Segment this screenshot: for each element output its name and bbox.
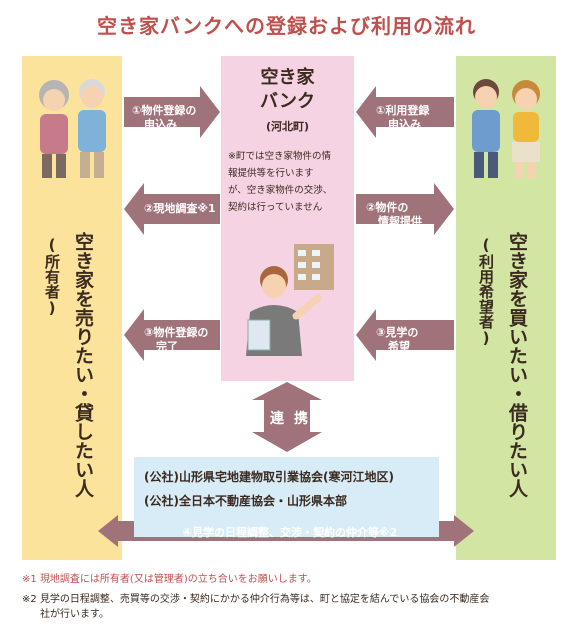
footnote-text-continued: 社が行います。 bbox=[40, 609, 109, 620]
arrow-bank-to-owner-2 bbox=[124, 183, 220, 235]
arrow-bank-to-owner-3 bbox=[124, 309, 220, 361]
footnote-mark: ※2 bbox=[22, 594, 37, 605]
link-double-arrow bbox=[252, 382, 322, 452]
elderly-man-icon bbox=[78, 79, 106, 178]
bank-title-line1: 空き家 bbox=[260, 67, 315, 88]
arrow-owner-to-bank-1 bbox=[124, 86, 220, 138]
label-line: ①物件登録の bbox=[132, 104, 197, 117]
label-line: ①利用登録 bbox=[376, 104, 430, 117]
user-sublabel: (利用希望者) bbox=[477, 236, 495, 347]
right-arrow-label-1: ①利用登録 申込み bbox=[376, 104, 429, 132]
label-line: ②物件の bbox=[366, 201, 409, 214]
bank-title: 空き家 バンク bbox=[221, 66, 354, 114]
label-line: 希望 bbox=[388, 340, 410, 353]
young-woman-icon bbox=[512, 80, 540, 178]
footnote-text: 見学の日程調整、売買等の交渉・契約にかかる仲介行為等は、町と協定を結んでいる協会… bbox=[39, 594, 490, 605]
right-arrow-label-2: ②物件の 情報提供 bbox=[366, 201, 422, 229]
left-arrow-label-2: ②現地調査※1 bbox=[144, 202, 216, 216]
label-line: 情報提供 bbox=[378, 215, 422, 228]
building-icon bbox=[294, 244, 334, 290]
link-label: 連携 bbox=[270, 411, 318, 427]
label-line: 申込み bbox=[388, 118, 421, 131]
left-arrow-label-1: ①物件登録の 申込み bbox=[132, 104, 196, 132]
label-line: 完了 bbox=[156, 340, 178, 353]
elderly-woman-icon bbox=[39, 80, 69, 178]
staff-illustration bbox=[246, 244, 334, 356]
owner-label: 空き家を売りたい・貸したい人 bbox=[72, 232, 94, 498]
arrow-bank-to-user-2 bbox=[356, 183, 454, 235]
page-title: 空き家バンクへの登録および利用の流れ bbox=[97, 14, 476, 38]
owner-sublabel: (所有者) bbox=[43, 236, 61, 317]
label-line: ③見学の bbox=[376, 326, 419, 339]
label-line: 申込み bbox=[144, 118, 177, 131]
footnote-text: 現地調査には所有者(又は管理者)の立ち合いをお願いします。 bbox=[39, 574, 317, 585]
bank-title-line2: バンク bbox=[260, 91, 315, 112]
bank-note-line: 契約は行っていません bbox=[228, 202, 323, 213]
label-line: ③物件登録の bbox=[144, 326, 209, 339]
user-label: 空き家を買いたい・借りたい人 bbox=[506, 232, 528, 498]
bank-note: ※町では空き家物件の情 報提供等を行います が、空き家物件の交渉、 契約は行って… bbox=[228, 148, 352, 216]
arrow-user-to-bank-3 bbox=[356, 309, 454, 361]
young-man-icon bbox=[472, 79, 500, 178]
association-2: (公社)全日本不動産協会・山形県本部 bbox=[144, 494, 347, 508]
arrow-user-to-bank-1 bbox=[356, 86, 454, 138]
bank-note-line: ※町では空き家物件の情 bbox=[228, 151, 331, 162]
footnote-1: ※1 現地調査には所有者(又は管理者)の立ち合いをお願いします。 bbox=[22, 572, 562, 587]
association-box bbox=[134, 457, 439, 537]
right-arrow-label-3: ③見学の 希望 bbox=[376, 326, 418, 354]
label-line: ②現地調査※1 bbox=[144, 202, 216, 215]
left-arrow-label-3: ③物件登録の 完了 bbox=[144, 326, 208, 354]
bank-note-line: が、空き家物件の交渉、 bbox=[228, 185, 333, 196]
bottom-arrow-label: ④見学の日程調整、交渉・契約の仲介等※2 bbox=[182, 526, 398, 539]
association-1: (公社)山形県宅地建物取引業協会(寒河江地区) bbox=[144, 470, 394, 484]
footnote-2: ※2 見学の日程調整、売買等の交渉・契約にかかる仲介行為等は、町と協定を結んでい… bbox=[22, 592, 562, 622]
owner-couple-illustration bbox=[39, 79, 106, 178]
user-couple-illustration bbox=[472, 79, 540, 178]
bank-note-line: 報提供等を行います bbox=[228, 168, 314, 179]
footnote-mark: ※1 bbox=[22, 574, 37, 585]
bank-subtitle: (河北町) bbox=[265, 120, 310, 133]
staff-person-icon bbox=[246, 266, 322, 356]
